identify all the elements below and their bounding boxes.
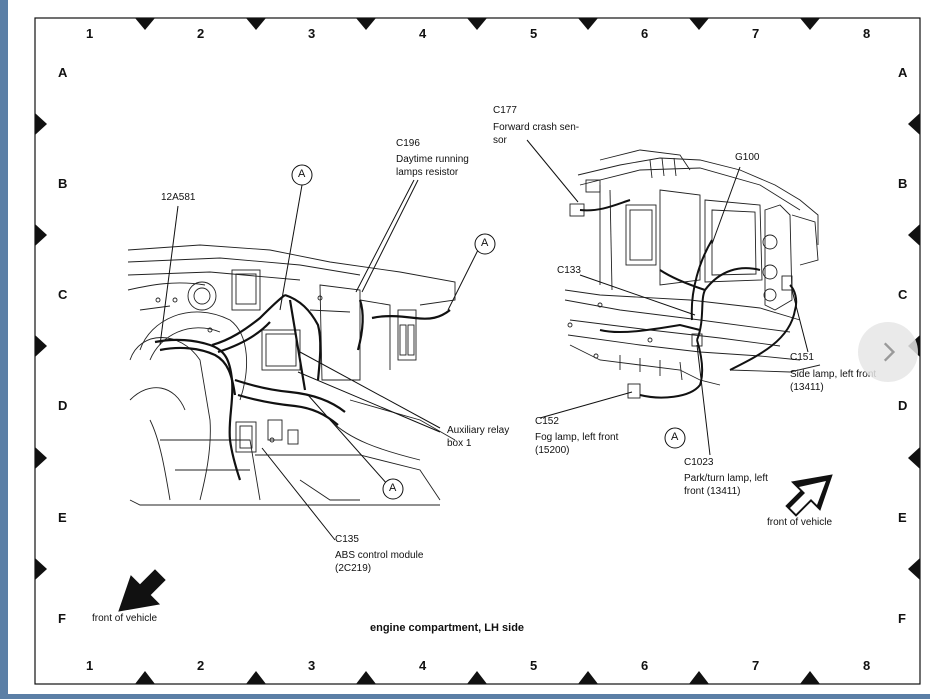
row-label-left: F bbox=[58, 611, 66, 626]
label-c135-desc: (2C219) bbox=[335, 563, 372, 574]
left-tick-marks bbox=[35, 113, 47, 580]
callout-a: A bbox=[389, 482, 397, 494]
row-label-right: C bbox=[898, 287, 908, 302]
callout-circles bbox=[291, 164, 686, 500]
bottom-tick-marks bbox=[135, 671, 820, 684]
diagram-caption: engine compartment, LH side bbox=[370, 622, 525, 634]
callout-a: A bbox=[671, 431, 679, 443]
leader-lines bbox=[159, 139, 809, 541]
front-arrow-left bbox=[118, 569, 166, 612]
callout-a: A bbox=[481, 237, 489, 249]
label-c152-desc: (15200) bbox=[535, 445, 570, 456]
label-c151-code: C151 bbox=[790, 352, 814, 363]
label-c135-desc: ABS control module bbox=[335, 550, 424, 561]
row-label-right: E bbox=[898, 510, 907, 525]
col-label-top: 4 bbox=[419, 26, 427, 41]
col-label-top: 1 bbox=[86, 26, 94, 41]
label-c196-desc: Daytime running bbox=[396, 154, 469, 165]
label-front-of-vehicle: front of vehicle bbox=[767, 517, 833, 528]
label-front-of-vehicle: front of vehicle bbox=[92, 613, 158, 624]
label-c151-desc: (13411) bbox=[790, 382, 824, 393]
col-label-bottom: 3 bbox=[308, 658, 316, 673]
row-label-left: B bbox=[58, 176, 68, 191]
row-label-left: A bbox=[58, 65, 68, 80]
label-c177-code: C177 bbox=[493, 105, 517, 116]
label-c177-desc: sor bbox=[493, 135, 507, 146]
label-c177-desc: Forward crash sen- bbox=[493, 122, 580, 133]
row-label-right: F bbox=[898, 611, 906, 626]
col-label-top: 2 bbox=[197, 26, 205, 41]
col-label-top: 6 bbox=[641, 26, 649, 41]
left-illustration bbox=[127, 244, 456, 506]
label-c1023-desc: front (13411) bbox=[684, 486, 741, 497]
col-label-bottom: 2 bbox=[197, 658, 205, 673]
label-c196-desc: lamps resistor bbox=[396, 167, 459, 178]
row-label-left: D bbox=[58, 398, 68, 413]
col-label-bottom: 7 bbox=[752, 658, 760, 673]
label-c152-desc: Fog lamp, left front bbox=[535, 432, 619, 443]
col-label-top: 5 bbox=[530, 26, 538, 41]
label-12a581: 12A581 bbox=[161, 192, 196, 203]
row-label-right: D bbox=[898, 398, 908, 413]
col-label-bottom: 5 bbox=[530, 658, 538, 673]
right-harness bbox=[579, 199, 798, 399]
callout-a: A bbox=[298, 168, 306, 180]
top-tick-marks bbox=[135, 18, 820, 30]
next-image-button[interactable] bbox=[858, 322, 918, 382]
label-c151-desc: Side lamp, left front bbox=[790, 369, 877, 380]
label-c196-code: C196 bbox=[396, 138, 420, 149]
col-label-top: 8 bbox=[863, 26, 871, 41]
row-label-left: E bbox=[58, 510, 67, 525]
label-c152-code: C152 bbox=[535, 416, 559, 427]
row-label-right: A bbox=[898, 65, 908, 80]
label-c133: C133 bbox=[557, 265, 581, 276]
label-c1023-code: C1023 bbox=[684, 457, 714, 468]
col-label-top: 3 bbox=[308, 26, 316, 41]
chevron-right-icon bbox=[883, 342, 896, 362]
col-label-top: 7 bbox=[752, 26, 760, 41]
row-label-left: C bbox=[58, 287, 68, 302]
col-label-bottom: 1 bbox=[86, 658, 94, 673]
front-arrow-right bbox=[785, 474, 833, 517]
label-aux-relay: box 1 bbox=[447, 438, 472, 449]
row-label-right: B bbox=[898, 176, 908, 191]
label-g100: G100 bbox=[735, 152, 760, 163]
col-label-bottom: 8 bbox=[863, 658, 871, 673]
col-label-bottom: 4 bbox=[419, 658, 427, 673]
label-aux-relay: Auxiliary relay bbox=[447, 425, 510, 436]
label-c135-code: C135 bbox=[335, 534, 359, 545]
label-c1023-desc: Park/turn lamp, left bbox=[684, 473, 768, 484]
col-label-bottom: 6 bbox=[641, 658, 649, 673]
